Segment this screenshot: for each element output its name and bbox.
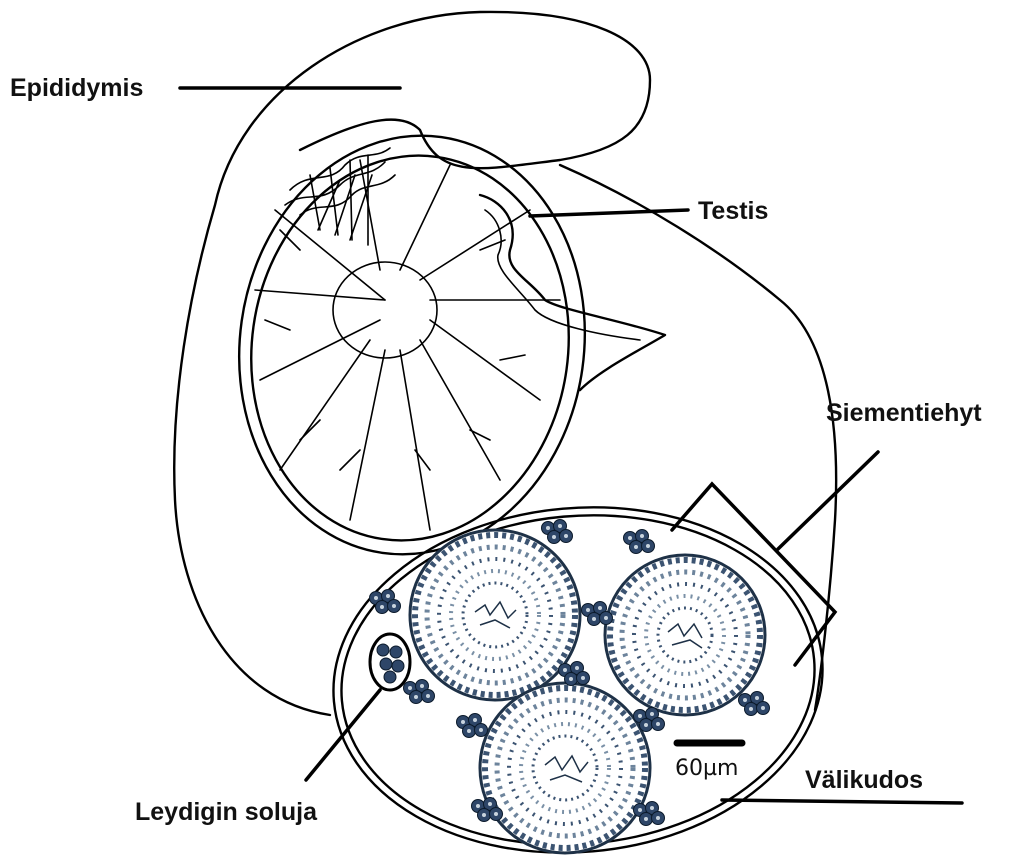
label-testis: Testis: [698, 197, 768, 225]
label-valikudos: Välikudos: [805, 766, 923, 794]
label-epididymis: Epididymis: [10, 74, 143, 102]
valikudos-leader: [722, 800, 962, 803]
label-siementiehyt: Siementiehyt: [826, 399, 982, 427]
seminiferous-tubule-3: [480, 683, 650, 853]
seminiferous-tubule-1: [410, 530, 580, 700]
seminiferous-tubule-2: [605, 555, 765, 715]
testis-outer: [212, 113, 611, 577]
siementiehyt-leader: [778, 452, 878, 549]
testis-leader: [530, 210, 688, 216]
label-leydig: Leydigin soluja: [135, 798, 318, 826]
leydig-highlight-cells: [377, 644, 404, 683]
label-scale: 60µm: [675, 756, 738, 781]
testis-inner: [227, 135, 594, 561]
